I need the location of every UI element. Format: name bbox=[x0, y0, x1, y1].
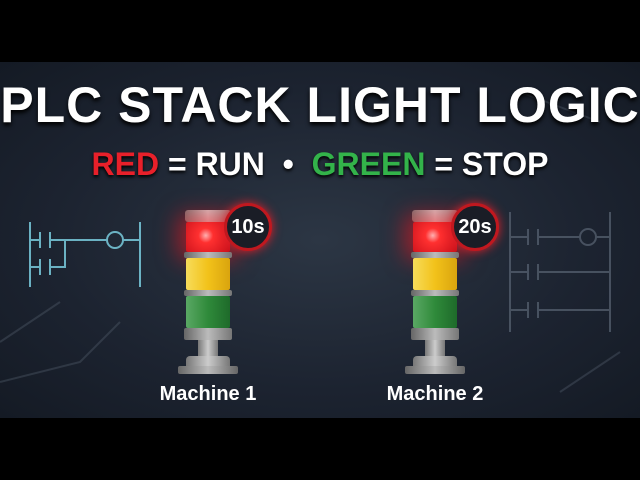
green-word: GREEN bbox=[311, 146, 426, 182]
stack-light-2 bbox=[405, 62, 465, 418]
yellow-light bbox=[413, 258, 457, 290]
red-light bbox=[186, 222, 230, 252]
ladder-logic-circuit-decoration bbox=[0, 91, 621, 393]
stack-light-1 bbox=[178, 62, 238, 418]
red-light bbox=[413, 222, 457, 252]
stop-text: = STOP bbox=[425, 146, 549, 182]
page-title: PLC STACK LIGHT LOGIC bbox=[0, 77, 640, 133]
timer-badge: 20s bbox=[451, 203, 499, 251]
green-light bbox=[413, 296, 457, 328]
subtitle: RED = RUN • GREEN = STOP bbox=[0, 146, 640, 183]
machine-label: Machine 2 bbox=[386, 383, 484, 405]
green-light bbox=[186, 296, 230, 328]
run-text: = RUN • bbox=[159, 146, 312, 182]
red-word: RED bbox=[91, 146, 160, 182]
yellow-light bbox=[186, 258, 230, 290]
timer-badge: 10s bbox=[224, 203, 272, 251]
machine-label: Machine 1 bbox=[159, 383, 257, 405]
thumbnail-scene: PLC STACK LIGHT LOGIC RED = RUN • GREEN … bbox=[0, 62, 640, 418]
